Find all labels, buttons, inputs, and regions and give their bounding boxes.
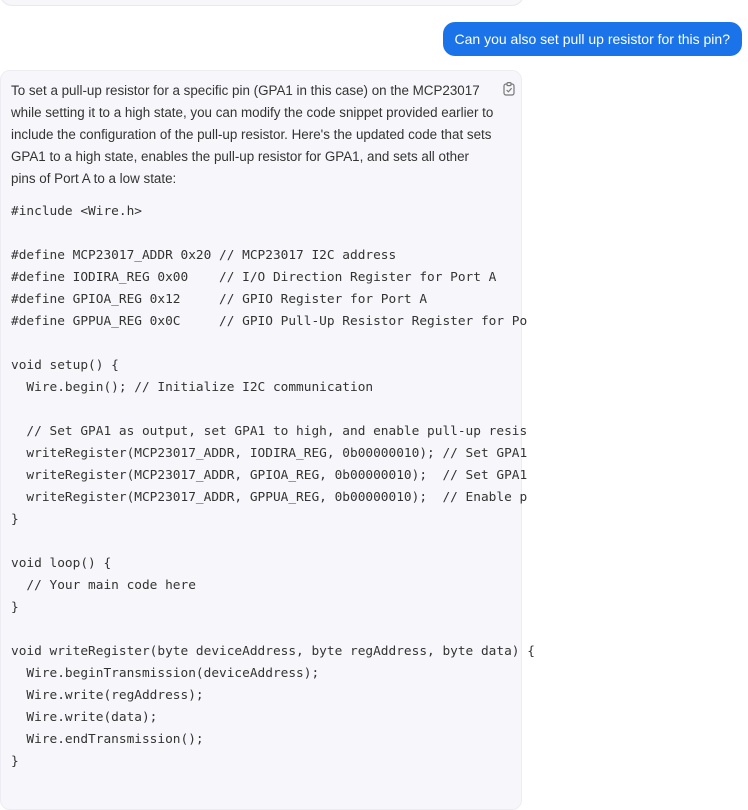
- user-message-bubble: Can you also set pull up resistor for th…: [442, 22, 742, 56]
- code-line: #define IODIRA_REG 0x00 // I/O Direction…: [11, 270, 497, 285]
- code-line: Wire.beginTransmission(deviceAddress);: [11, 666, 320, 681]
- code-line: #define MCP23017_ADDR 0x20 // MCP23017 I…: [11, 248, 397, 263]
- code-line: }: [11, 600, 19, 615]
- clipboard-icon[interactable]: [501, 81, 517, 97]
- code-line: // Set GPA1 as output, set GPA1 to high,…: [11, 424, 528, 439]
- code-line: writeRegister(MCP23017_ADDR, GPIOA_REG, …: [11, 468, 528, 483]
- code-line: // Your main code here: [11, 578, 196, 593]
- code-line: }: [11, 754, 19, 769]
- code-line: void writeRegister(byte deviceAddress, b…: [11, 644, 535, 659]
- code-line: [11, 619, 523, 641]
- code-line: [11, 333, 523, 355]
- code-line: #include <Wire.h>: [11, 204, 142, 219]
- code-line: [11, 399, 523, 421]
- code-line: }: [11, 512, 19, 527]
- code-line: writeRegister(MCP23017_ADDR, GPPUA_REG, …: [11, 490, 528, 505]
- code-line: Wire.begin(); // Initialize I2C communic…: [11, 380, 374, 395]
- assistant-message: To set a pull-up resistor for a specific…: [0, 70, 535, 810]
- code-line: Wire.endTransmission();: [11, 732, 204, 747]
- code-line: Wire.write(data);: [11, 710, 158, 725]
- code-line: void setup() {: [11, 358, 119, 373]
- assistant-intro-text: To set a pull-up resistor for a specific…: [11, 83, 494, 186]
- previous-message-bubble: [0, 0, 524, 6]
- code-line: void loop() {: [11, 556, 112, 571]
- code-line: #define GPIOA_REG 0x12 // GPIO Register …: [11, 292, 428, 307]
- code-line: [11, 531, 523, 553]
- code-line: writeRegister(MCP23017_ADDR, IODIRA_REG,…: [11, 446, 528, 461]
- code-line: [11, 223, 523, 245]
- code-line: Wire.write(regAddress);: [11, 688, 204, 703]
- code-block: #include <Wire.h> #define MCP23017_ADDR 0…: [11, 201, 535, 773]
- user-message-text: Can you also set pull up resistor for th…: [454, 31, 730, 47]
- code-line: #define GPPUA_REG 0x0C // GPIO Pull-Up R…: [11, 314, 528, 329]
